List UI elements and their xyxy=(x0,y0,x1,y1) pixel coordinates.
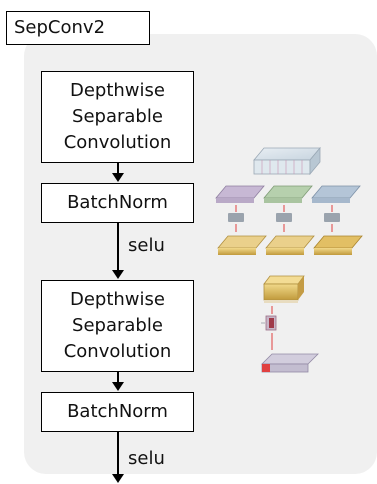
block-title: SepConv2 xyxy=(6,11,150,45)
input-tensor-icon xyxy=(253,146,321,176)
stacked-output-icon xyxy=(263,275,305,303)
kernel-icons xyxy=(228,213,340,222)
output-tensor-icon xyxy=(261,353,319,373)
node-line: Convolution xyxy=(63,341,172,362)
node-line: Separable xyxy=(72,315,163,336)
node-line: Convolution xyxy=(63,132,172,153)
node-line: Separable xyxy=(72,106,163,127)
node-line: Depthwise xyxy=(69,80,165,101)
node-line: BatchNorm xyxy=(67,192,168,213)
depthwise-filter-icons xyxy=(215,185,361,203)
activation-label-2: selu xyxy=(128,448,165,469)
activation-label-1: selu xyxy=(128,235,165,256)
node-line: Depthwise xyxy=(69,289,165,310)
connector-icons xyxy=(235,205,333,232)
depthwise-separable-conv-1: Depthwise Separable Convolution xyxy=(41,71,194,163)
pointwise-kernel-icon xyxy=(261,306,277,350)
batchnorm-2: BatchNorm xyxy=(41,392,194,432)
depthwise-output-icons xyxy=(217,235,363,255)
flow-arrows xyxy=(112,163,124,483)
node-line: BatchNorm xyxy=(67,401,168,422)
depthwise-separable-conv-2: Depthwise Separable Convolution xyxy=(41,280,194,372)
batchnorm-1: BatchNorm xyxy=(41,183,194,223)
